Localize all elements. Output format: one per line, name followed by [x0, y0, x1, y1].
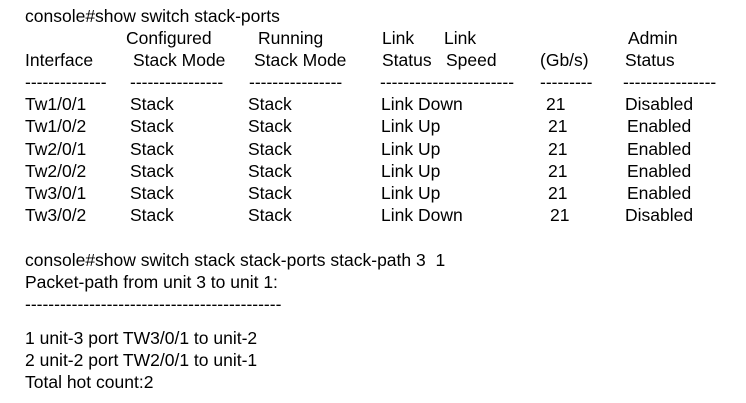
packet-path-heading: Packet-path from unit 3 to unit 1: — [25, 272, 278, 292]
packet-path-separator: ----------------------------------------… — [25, 294, 282, 314]
header-configured-stack-mode: Stack Mode — [133, 50, 226, 70]
path-line-2: 2 unit-2 port TW2/0/1 to unit-1 — [25, 350, 258, 370]
table-row-3-interface: Tw2/0/2 — [25, 161, 87, 181]
header-gbs: (Gb/s) — [540, 50, 589, 70]
table-row-5-configured: Stack — [130, 205, 174, 225]
dash-interface: -------------- — [25, 72, 107, 92]
table-row-2-speed: 21 — [548, 139, 568, 159]
table-row-1-running: Stack — [248, 116, 292, 136]
table-row-4-admin: Enabled — [627, 183, 692, 203]
table-row-3-admin: Enabled — [627, 161, 692, 181]
header-interface: Interface — [25, 50, 94, 70]
header-running: Running — [258, 28, 324, 48]
header-admin: Admin — [628, 28, 678, 48]
table-row-2-configured: Stack — [130, 139, 174, 159]
table-row-5-link: Link Down — [381, 205, 463, 225]
table-row-0-running: Stack — [248, 94, 292, 114]
table-row-1-speed: 21 — [548, 116, 568, 136]
table-row-5-admin: Disabled — [625, 205, 694, 225]
header-admin-status: Status — [625, 50, 675, 70]
table-row-1-admin: Enabled — [627, 116, 692, 136]
table-row-0-admin: Disabled — [625, 94, 694, 114]
table-row-3-speed: 21 — [548, 161, 568, 181]
table-row-4-configured: Stack — [130, 183, 174, 203]
table-row-1-interface: Tw1/0/2 — [25, 116, 87, 136]
dash-running: ---------------- — [249, 72, 343, 92]
command-line-1: console#show switch stack-ports — [25, 6, 280, 26]
header-link-1: Link — [382, 28, 415, 48]
table-row-2-running: Stack — [248, 139, 292, 159]
table-row-5-interface: Tw3/0/2 — [25, 205, 87, 225]
table-row-5-running: Stack — [248, 205, 292, 225]
table-row-2-link: Link Up — [381, 139, 441, 159]
table-row-3-link: Link Up — [381, 161, 441, 181]
header-configured: Configured — [126, 28, 212, 48]
table-row-2-interface: Tw2/0/1 — [25, 139, 87, 159]
header-link-2: Link — [444, 28, 477, 48]
dash-admin: ---------------- — [623, 72, 717, 92]
dash-configured: ---------------- — [130, 72, 224, 92]
table-row-1-link: Link Up — [381, 116, 441, 136]
total-hop-count: Total hot count:2 — [25, 372, 154, 392]
header-running-stack-mode: Stack Mode — [254, 50, 347, 70]
table-row-3-running: Stack — [248, 161, 292, 181]
dash-link: ----------------------- — [380, 72, 515, 92]
table-row-4-running: Stack — [248, 183, 292, 203]
table-row-0-configured: Stack — [130, 94, 174, 114]
header-link-status: Status — [382, 50, 432, 70]
table-row-0-speed: 21 — [546, 94, 566, 114]
table-row-4-speed: 21 — [548, 183, 568, 203]
table-row-0-link: Link Down — [381, 94, 463, 114]
dash-speed: --------- — [540, 72, 593, 92]
table-row-1-configured: Stack — [130, 116, 174, 136]
path-line-1: 1 unit-3 port TW3/0/1 to unit-2 — [25, 328, 258, 348]
table-row-2-admin: Enabled — [627, 139, 692, 159]
table-row-0-interface: Tw1/0/1 — [25, 94, 87, 114]
table-row-3-configured: Stack — [130, 161, 174, 181]
table-row-4-interface: Tw3/0/1 — [25, 183, 87, 203]
table-row-4-link: Link Up — [381, 183, 441, 203]
table-row-5-speed: 21 — [550, 205, 570, 225]
command-line-2: console#show switch stack stack-ports st… — [25, 250, 446, 270]
header-link-speed: Speed — [446, 50, 497, 70]
